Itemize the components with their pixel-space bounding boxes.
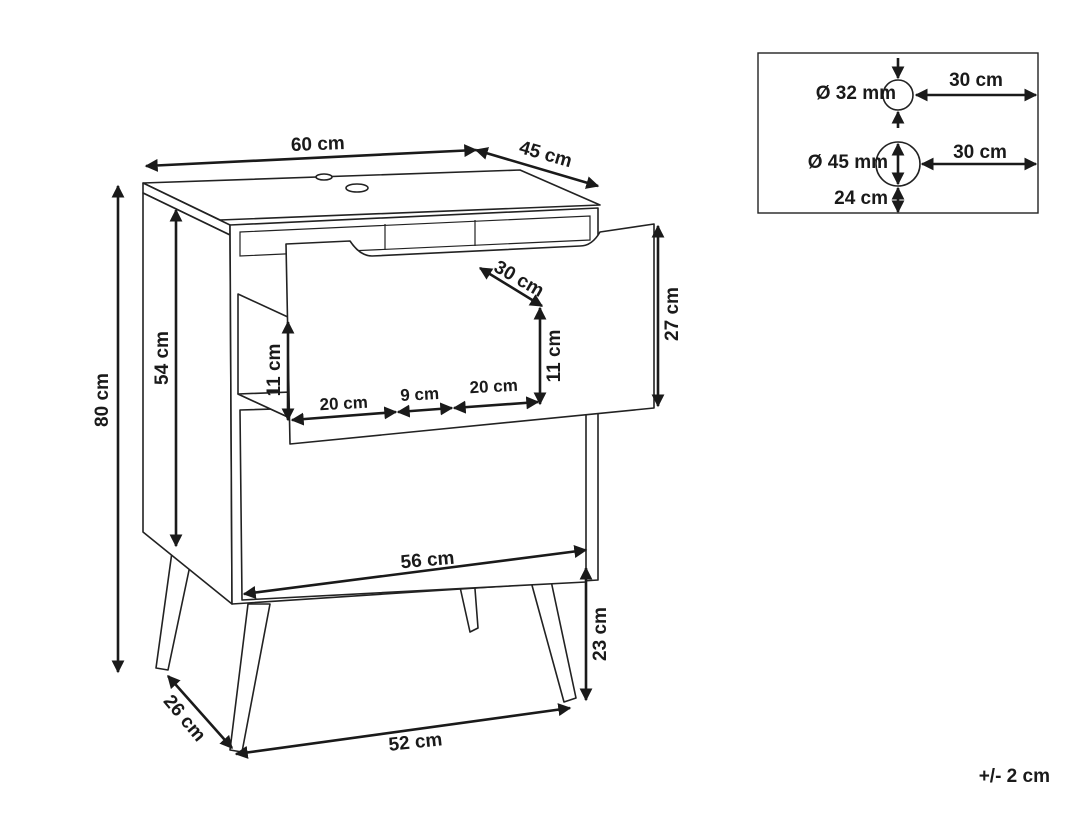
leg-front-right (529, 575, 577, 703)
dimension-lines (111, 144, 665, 759)
cable-hole-large (345, 183, 369, 193)
label-large-hole-diameter: Ø 45 mm (808, 152, 888, 173)
label-small-hole-diameter: Ø 32 mm (816, 83, 896, 104)
detail-hole-small (882, 79, 914, 111)
label-leg-span-width: 52 cm (388, 729, 444, 756)
label-height-total: 80 cm (92, 373, 113, 427)
dim-line-leg-span-depth (167, 675, 233, 749)
dim-line-drawer-depth (478, 266, 544, 308)
dim-line-inner-width (242, 545, 588, 599)
label-inner-height-left: 11 cm (264, 344, 285, 397)
label-divider-gap: 9 cm (400, 384, 440, 405)
leg-front-left (229, 603, 271, 753)
label-leg-height: 23 cm (590, 607, 611, 661)
drawer-front-panel (285, 223, 655, 445)
label-large-hole-height: 24 cm (834, 188, 888, 209)
label-large-hole-offset: 30 cm (953, 142, 1007, 163)
dim-line-depth-top (474, 147, 600, 189)
label-inner-width: 56 cm (400, 548, 456, 574)
dim-line-leg-span-width (234, 703, 572, 759)
label-compartment-left: 20 cm (319, 393, 368, 414)
label-inner-height-right: 11 cm (544, 330, 565, 383)
dim-line-divider-gap (396, 402, 454, 418)
cable-hole-detail: Ø 32 mm 30 cm Ø 45 mm 30 cm 24 cm (757, 52, 1039, 214)
cable-hole-small (315, 173, 333, 181)
label-leg-span-depth: 26 cm (159, 691, 210, 746)
dim-line-compartment-left (290, 406, 398, 426)
open-drawer (237, 223, 655, 445)
label-compartment-right: 20 cm (469, 376, 518, 397)
dim-line-compartment-right (452, 396, 540, 414)
label-body-height: 54 cm (152, 331, 173, 385)
dim-line-width-top (144, 144, 478, 172)
tolerance-note: +/- 2 cm (979, 766, 1050, 787)
left-side-panel (142, 192, 233, 605)
label-drawer-front-height: 27 cm (662, 287, 683, 341)
open-shelf-opening (239, 215, 591, 257)
nightstand-drawing (142, 169, 655, 753)
label-depth-top: 45 cm (517, 137, 575, 172)
label-small-hole-offset: 30 cm (949, 70, 1003, 91)
label-width-top: 60 cm (291, 133, 346, 156)
leg-back-left (155, 551, 193, 671)
